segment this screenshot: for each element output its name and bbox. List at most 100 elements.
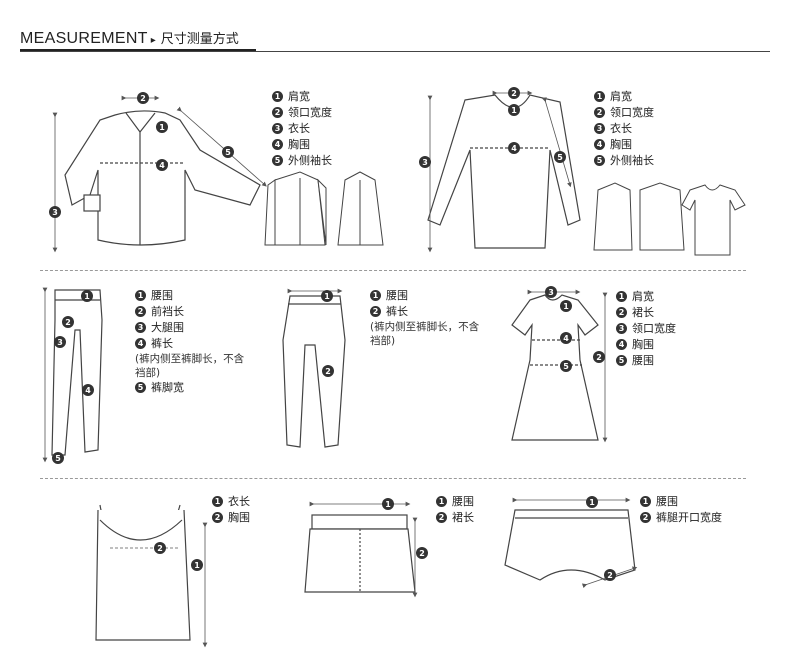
svg-text:2: 2 [607, 571, 613, 580]
marker-leggings-1: 1 [321, 290, 333, 302]
legend-dress-3: 领口宽度 [632, 322, 676, 335]
legend-shirt-4: 胸围 [288, 138, 310, 151]
svg-text:2: 2 [157, 544, 163, 553]
legend-jeans-3: 大腿围 [151, 321, 184, 334]
svg-text:1: 1 [563, 302, 569, 311]
marker-camisole-1: 2 [154, 542, 166, 554]
legend-tee-2: 领口宽度 [610, 106, 654, 119]
legend-shirt-2: 领口宽度 [288, 106, 332, 119]
svg-text:2: 2 [140, 94, 146, 103]
legend-camisole-1: 衣长 [228, 495, 250, 508]
svg-text:2: 2 [419, 549, 425, 558]
shorts-drawing [504, 509, 636, 581]
legend-skirt-2: 裙长 [452, 511, 474, 524]
skirt-drawing [304, 514, 416, 593]
legend-jeans-5: 裤脚宽 [151, 381, 184, 394]
svg-text:2: 2 [325, 367, 331, 376]
title-en: MEASUREMENT [20, 30, 148, 47]
svg-text:2: 2 [596, 353, 602, 362]
marker-shirt-1: 2 [137, 92, 149, 104]
legend-leggings-note: (裤内侧至裤脚长，不含裆部) [370, 321, 480, 347]
svg-text:1: 1 [159, 123, 165, 132]
legend-jeans-4: 裤长 [151, 337, 173, 350]
svg-text:3: 3 [57, 338, 63, 347]
page-header: MEASUREMENT ▸ 尺寸测量方式 [20, 28, 239, 50]
header-rule [20, 51, 770, 52]
legend-shirt-1: 肩宽 [288, 90, 310, 103]
marker-dress-3: 4 [560, 332, 572, 344]
tee-drawing [427, 94, 581, 249]
marker-dress-4: 5 [560, 360, 572, 372]
legend-leggings-2: 裤长 [386, 305, 408, 318]
marker-tee-4: 5 [554, 151, 566, 163]
svg-text:1: 1 [194, 561, 200, 570]
legend-jeans-2: 前裆长 [151, 305, 184, 318]
svg-text:2: 2 [511, 89, 517, 98]
shirt-drawing [64, 110, 261, 246]
svg-text:1: 1 [385, 500, 391, 509]
legend-skirt-1: 腰围 [452, 495, 474, 508]
marker-camisole-2: 1 [191, 559, 203, 571]
top-thumbnails [593, 182, 746, 256]
marker-shorts-2: 2 [604, 569, 616, 581]
svg-text:1: 1 [589, 498, 595, 507]
marker-tee-5: 3 [419, 156, 431, 168]
marker-tee-2: 1 [508, 104, 520, 116]
title-cn: 尺寸测量方式 [160, 32, 239, 47]
svg-text:4: 4 [511, 144, 517, 153]
legend-dress-5: 腰围 [632, 354, 654, 367]
legend-tee-4: 胸围 [610, 138, 632, 151]
legend-shirt-3: 衣长 [288, 122, 310, 135]
marker-shirt-4: 5 [222, 146, 234, 158]
marker-jeans-4: 4 [82, 384, 94, 396]
marker-jeans-2: 2 [62, 316, 74, 328]
jeans-drawing [51, 289, 103, 456]
legend-shorts-2: 裤腿开口宽度 [656, 511, 722, 524]
row-separator-2 [40, 478, 746, 479]
row-separator-1 [40, 270, 746, 271]
svg-text:1: 1 [84, 292, 90, 301]
legend-dress-2: 裙长 [632, 306, 654, 319]
arrow-icon: ▸ [150, 35, 156, 46]
marker-skirt-2: 2 [416, 547, 428, 559]
svg-text:5: 5 [563, 362, 569, 371]
legend-camisole-2: 胸围 [228, 511, 250, 524]
legend-dress-1: 肩宽 [632, 290, 654, 303]
camisole-drawing [95, 504, 191, 641]
jacket-thumbnails [264, 171, 384, 246]
svg-text:3: 3 [52, 208, 58, 217]
svg-text:2: 2 [65, 318, 71, 327]
legend-tee-5: 外侧袖长 [610, 154, 654, 167]
leggings-drawing [282, 295, 346, 448]
legend-dress-4: 胸围 [632, 338, 654, 351]
legend-jeans-note: (裤内侧至裤脚长，不含裆部) [135, 353, 245, 379]
svg-text:4: 4 [563, 334, 569, 343]
marker-dress-2: 1 [560, 300, 572, 312]
title-underline [20, 49, 256, 51]
svg-text:4: 4 [85, 386, 91, 395]
legend-tee-3: 衣长 [610, 122, 632, 135]
legend-tee-1: 肩宽 [610, 90, 632, 103]
svg-text:5: 5 [225, 148, 231, 157]
svg-text:1: 1 [324, 292, 330, 301]
marker-jeans-1: 1 [81, 290, 93, 302]
svg-text:1: 1 [511, 106, 517, 115]
svg-text:4: 4 [159, 161, 165, 170]
svg-text:5: 5 [55, 454, 61, 463]
marker-jeans-3: 3 [54, 336, 66, 348]
dress-drawing [511, 294, 599, 441]
legend-shirt-5: 外侧袖长 [288, 154, 332, 167]
marker-shorts-1: 1 [586, 496, 598, 508]
legend-leggings-1: 腰围 [386, 289, 408, 302]
legend-shorts-1: 腰围 [656, 495, 678, 508]
marker-shirt-5: 3 [49, 206, 61, 218]
marker-shirt-3: 4 [156, 159, 168, 171]
